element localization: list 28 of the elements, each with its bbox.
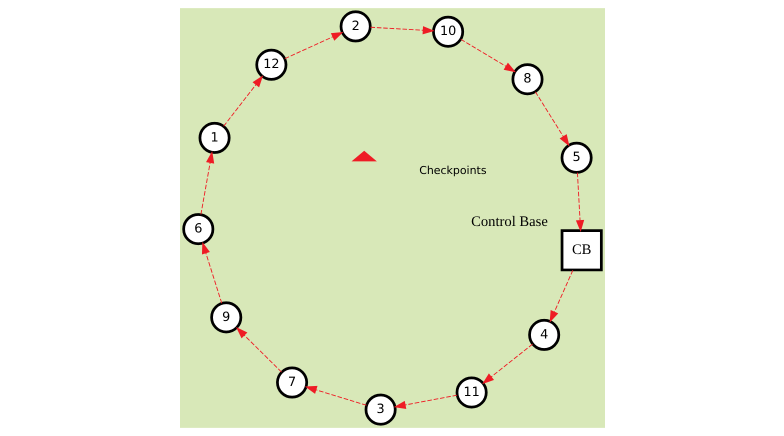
node-box: CB	[560, 229, 602, 272]
arrow	[534, 91, 569, 146]
arrow	[200, 151, 214, 215]
legend-label: Checkpoints	[418, 164, 486, 177]
node-circle: 5	[560, 142, 592, 174]
node-circle: 4	[528, 318, 560, 351]
node-circle: 6	[182, 213, 214, 246]
arrow	[284, 32, 343, 60]
arrow	[304, 386, 366, 406]
node-circle: 8	[511, 63, 543, 96]
node-circle: 1	[198, 122, 230, 154]
node-circle: 10	[432, 16, 464, 48]
arrow	[482, 344, 532, 384]
node-circle: 3	[364, 394, 396, 426]
node-circle: 9	[210, 301, 242, 334]
node-circle: 11	[455, 376, 488, 408]
node-circle: 12	[254, 48, 287, 81]
arrow	[575, 172, 584, 232]
arrow	[549, 270, 573, 323]
node-label: Control Base	[470, 214, 548, 230]
arrow	[236, 327, 282, 372]
node-circle: 2	[339, 10, 372, 42]
arrow	[460, 38, 516, 72]
node-circle: 7	[276, 366, 308, 398]
arrow	[393, 394, 457, 409]
arrow	[201, 242, 222, 304]
arrow	[370, 26, 434, 34]
arrow	[222, 75, 263, 127]
